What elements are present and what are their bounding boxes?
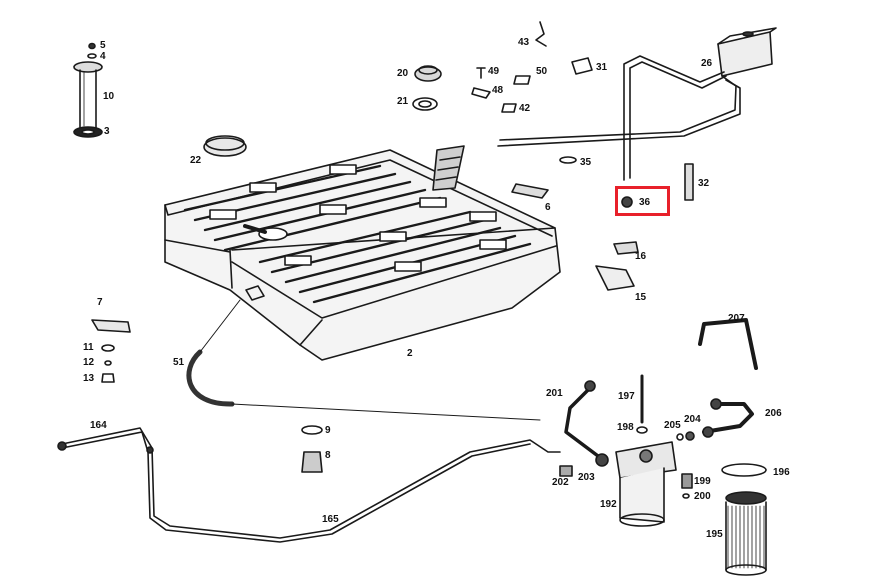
part-165-fuel-line <box>57 427 561 543</box>
label-part-11: 11 <box>83 342 94 353</box>
part-10-sender-unit <box>73 42 103 138</box>
label-part-8: 8 <box>325 450 331 461</box>
label-part-22: 22 <box>190 155 202 166</box>
part-206-line <box>702 398 754 438</box>
label-part-207: 207 <box>728 313 745 324</box>
label-part-42: 42 <box>519 103 531 114</box>
label-part-36: 36 <box>639 197 651 208</box>
label-part-7: 7 <box>97 297 103 308</box>
label-part-204: 204 <box>684 414 701 425</box>
label-part-35: 35 <box>580 157 592 168</box>
label-part-198: 198 <box>617 422 634 433</box>
label-part-43: 43 <box>518 37 530 48</box>
part-207-line <box>698 318 758 370</box>
label-part-205: 205 <box>664 420 681 431</box>
part-26-expansion-tank <box>497 27 777 181</box>
label-part-48: 48 <box>492 85 504 96</box>
label-part-50: 50 <box>536 66 548 77</box>
label-part-13: 13 <box>83 373 95 384</box>
part-20-cap <box>412 65 442 111</box>
part-192-filter-housing <box>615 374 695 527</box>
part-36-nut <box>621 196 633 208</box>
part-202-bolt <box>559 465 573 477</box>
label-part-195: 195 <box>706 529 723 540</box>
label-part-5: 5 <box>100 40 106 51</box>
label-part-197: 197 <box>618 391 635 402</box>
part-9-seal <box>301 425 323 435</box>
part-32-rod <box>684 163 694 201</box>
part-16-clip <box>613 241 639 255</box>
label-part-49: 49 <box>488 66 500 77</box>
label-part-201: 201 <box>546 388 563 399</box>
label-part-32: 32 <box>698 178 710 189</box>
part-7-plate <box>91 319 131 333</box>
label-part-2: 2 <box>407 348 413 359</box>
label-part-3: 3 <box>104 126 110 137</box>
label-part-51: 51 <box>173 357 185 368</box>
label-part-9: 9 <box>325 425 331 436</box>
label-part-20: 20 <box>397 68 409 79</box>
part-15-strap <box>595 265 635 291</box>
part-6-bracket <box>511 183 549 199</box>
label-part-10: 10 <box>103 91 115 102</box>
part-51-hose <box>186 299 541 421</box>
part-195-filter-element <box>725 491 767 576</box>
label-part-15: 15 <box>635 292 647 303</box>
label-part-164: 164 <box>90 420 107 431</box>
label-part-192: 192 <box>600 499 617 510</box>
label-part-165: 165 <box>322 514 339 525</box>
part-8-strainer <box>301 451 323 473</box>
part-22-cover <box>203 135 247 157</box>
label-part-199: 199 <box>694 476 711 487</box>
label-part-26: 26 <box>701 58 713 69</box>
part-201-line <box>564 380 609 467</box>
label-part-206: 206 <box>765 408 782 419</box>
part-11-washer <box>101 344 115 352</box>
label-part-16: 16 <box>635 251 647 262</box>
label-part-200: 200 <box>694 491 711 502</box>
part-196-ring <box>721 463 767 477</box>
small-fasteners <box>471 21 593 113</box>
part-35-washer <box>559 156 577 164</box>
label-part-6: 6 <box>545 202 551 213</box>
label-part-203: 203 <box>578 472 595 483</box>
fuel-tank <box>164 145 561 361</box>
highlight-box <box>615 186 670 216</box>
label-part-12: 12 <box>83 357 95 368</box>
part-200-washer <box>682 493 690 499</box>
label-part-31: 31 <box>596 62 608 73</box>
label-part-21: 21 <box>397 96 409 107</box>
part-12-washer <box>104 360 112 366</box>
label-part-196: 196 <box>773 467 790 478</box>
label-part-202: 202 <box>552 477 569 488</box>
part-199-screw <box>681 473 693 489</box>
label-part-4: 4 <box>100 51 106 62</box>
part-13-nut <box>101 373 115 383</box>
